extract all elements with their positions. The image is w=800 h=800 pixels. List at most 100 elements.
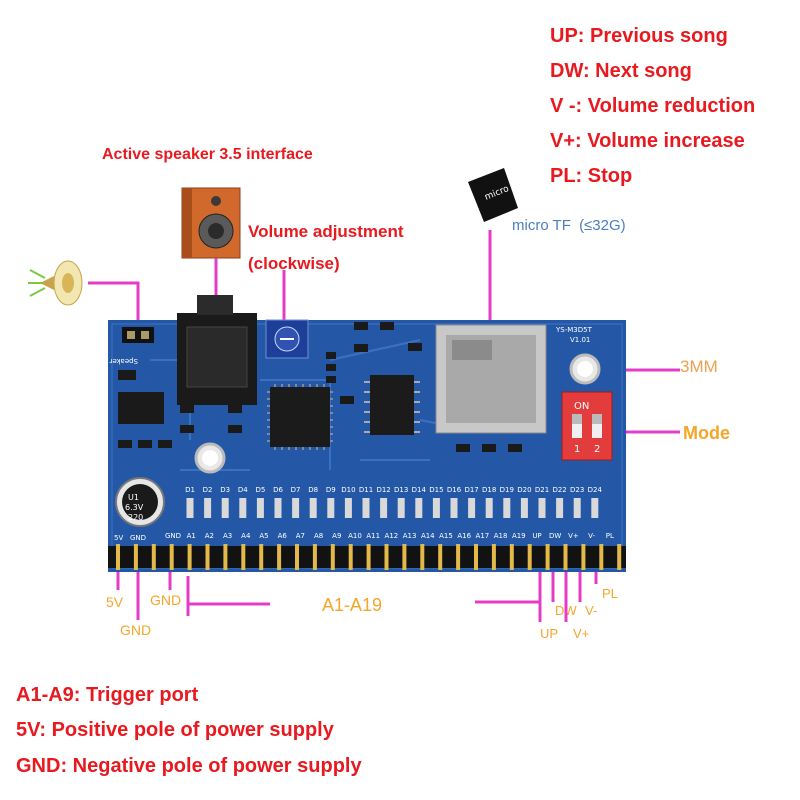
silk-d-label: D4 (238, 486, 248, 494)
header-pin[interactable] (330, 544, 335, 570)
silk-d-label: D16 (447, 486, 462, 494)
callout-volume-adjustment: Volume adjustment (248, 222, 404, 241)
speaker-header (122, 327, 154, 343)
silk-d-label: D21 (535, 486, 549, 494)
silk-a-label: A5 (259, 532, 268, 540)
header-pin[interactable] (402, 544, 407, 570)
silk-d-label: D20 (517, 486, 531, 494)
microtf-limit: (≤32G) (579, 217, 626, 234)
silk-speaker: Speaker (109, 357, 138, 365)
trigger-resistor (450, 498, 458, 518)
header-pin[interactable] (474, 544, 478, 570)
trigger-resistor (327, 498, 335, 518)
silk-d-label: D13 (394, 486, 408, 494)
silk-d-label: D15 (429, 486, 443, 494)
header-pin[interactable] (205, 544, 210, 570)
silk-a-label: A3 (223, 532, 232, 540)
silk-d-label: D23 (570, 486, 584, 494)
speaker-box-icon (181, 187, 241, 259)
header-pin[interactable] (187, 544, 192, 570)
silk-d-label: D17 (464, 486, 478, 494)
pin-label-vplus: V+ (573, 626, 590, 641)
header-pin[interactable] (563, 544, 568, 570)
header-pin[interactable] (151, 544, 156, 570)
header-pin[interactable] (312, 544, 317, 570)
header-pin[interactable] (259, 544, 264, 570)
silk-a-label: A17 (476, 532, 490, 540)
silk-sw2: 2 (594, 444, 600, 455)
audio-jack (177, 295, 257, 405)
header-pin[interactable] (366, 544, 371, 570)
silk-a-label: A16 (457, 532, 471, 540)
volume-potentiometer[interactable] (265, 319, 309, 359)
microsd-card-icon: micro (468, 168, 518, 222)
silk-d-label: D5 (255, 486, 265, 494)
header-pin[interactable] (617, 544, 622, 570)
header-pin[interactable] (116, 544, 120, 570)
trigger-resistor (591, 498, 599, 518)
trigger-resistor (556, 498, 564, 518)
silk-sw1: 1 (574, 444, 580, 455)
header-pin[interactable] (277, 544, 282, 570)
trigger-resistor (362, 498, 370, 518)
silk-d-label: D2 (203, 486, 213, 494)
silk-a-label: DW (549, 532, 561, 540)
header-pin[interactable] (295, 544, 299, 570)
silk-d-label: D10 (341, 486, 355, 494)
silk-a-label: V+ (568, 532, 579, 540)
silk-d-label: D19 (500, 486, 514, 494)
pin-label-gnd-right: GND (150, 592, 182, 608)
header-pin[interactable] (599, 544, 604, 570)
trigger-resistor (256, 498, 264, 518)
trigger-resistor (186, 498, 194, 518)
mode-dip-switch[interactable] (561, 391, 613, 461)
silk-d-label: D7 (291, 486, 301, 494)
horn-speaker-icon (28, 260, 83, 306)
silk-d-label: D11 (359, 486, 373, 494)
silk-model: YS-M3D5T (555, 326, 593, 334)
silk-d-label: D9 (326, 486, 336, 494)
silk-a-label: A13 (403, 532, 417, 540)
legend-dw: DW: Next song (550, 60, 692, 82)
legend-trigger-port: A1-A9: Trigger port (16, 684, 199, 706)
silk-cap-volt: 6.3V (125, 503, 144, 512)
header-pin[interactable] (348, 544, 353, 570)
header-pin[interactable] (491, 544, 496, 570)
pin-header-row (108, 544, 626, 570)
silk-a-label: GND (165, 532, 181, 540)
silk-d-label: D22 (552, 486, 566, 494)
header-pin[interactable] (456, 544, 461, 570)
header-pin[interactable] (509, 544, 514, 570)
pin-label-5v: 5V (106, 594, 124, 610)
silk-d-label: D8 (308, 486, 318, 494)
microsd-slot[interactable] (435, 324, 547, 434)
header-pin[interactable] (581, 544, 586, 570)
silk-d-label: D3 (220, 486, 230, 494)
header-pin[interactable] (438, 544, 443, 570)
header-pin[interactable] (545, 544, 550, 570)
header-pin[interactable] (241, 544, 246, 570)
trigger-resistor (485, 498, 493, 518)
silk-d-label: D12 (376, 486, 390, 494)
header-pin[interactable] (169, 544, 174, 570)
callout-active-speaker: Active speaker 3.5 interface (102, 146, 313, 163)
header-pin[interactable] (223, 544, 228, 570)
header-pin[interactable] (420, 544, 425, 570)
header-pin[interactable] (527, 544, 532, 570)
trigger-resistor (520, 498, 528, 518)
silk-cap-value: 220 (128, 513, 143, 522)
resistor-row (186, 498, 599, 518)
pin-label-gnd-left: GND (120, 622, 152, 638)
silk-a-label: A9 (332, 532, 341, 540)
silk-a-label: A6 (278, 532, 288, 540)
header-pin[interactable] (133, 544, 138, 570)
callout-mode: Mode (683, 423, 730, 443)
trigger-resistor (309, 498, 317, 518)
silk-d-label: D6 (273, 486, 283, 494)
header-pin[interactable] (384, 544, 389, 570)
flash-chip (364, 375, 420, 435)
trigger-resistor (239, 498, 247, 518)
